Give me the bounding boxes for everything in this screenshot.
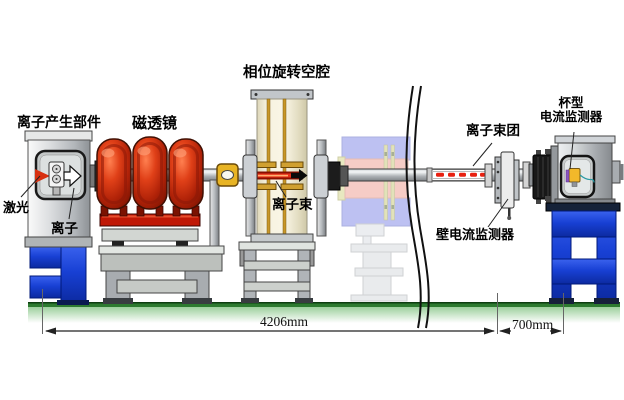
laser-beam-icon xyxy=(35,169,50,183)
ion-bunch-mark xyxy=(448,172,455,177)
gate-valve xyxy=(209,163,239,247)
magnetic-lens-coils xyxy=(96,136,204,217)
ion-bunch-mark xyxy=(480,172,485,177)
label-ion-beam: 离子束 xyxy=(272,197,313,212)
magnetic-lens-table xyxy=(98,213,225,304)
faraday-cup-icon xyxy=(568,168,581,183)
lens-coil xyxy=(168,138,204,217)
lens-coil xyxy=(132,136,168,217)
label-wall-current-monitor: 壁电流监测器 xyxy=(436,227,515,242)
ion-bunch-mark xyxy=(470,172,477,177)
beam-direction-arrow-icon xyxy=(291,169,308,182)
bunched-beam-pipe xyxy=(426,167,492,183)
ion-bunch-mark xyxy=(459,172,466,177)
ghost-magnet-assembly xyxy=(337,136,411,302)
wall-current-monitor xyxy=(484,151,531,220)
label-laser: 激光 xyxy=(3,200,30,215)
cavity-table xyxy=(238,241,316,303)
ion-exit-arrow-icon xyxy=(63,164,82,188)
dimension-total-length: 4206mm xyxy=(260,314,309,329)
label-magnetic-lens: 磁透镜 xyxy=(132,115,178,132)
dimension-monitor-spacing: 700mm xyxy=(512,317,554,332)
ion-source-stand xyxy=(29,245,89,305)
monitor-stand xyxy=(545,202,621,304)
ground xyxy=(28,302,620,323)
label-cup-current-monitor-line2: 电流监测器 xyxy=(539,109,603,124)
label-cup-current-monitor-line1: 杯型 xyxy=(558,96,584,110)
phase-rotation-cavity xyxy=(242,89,349,243)
leader-lines xyxy=(20,131,575,228)
dimension-lines xyxy=(42,289,564,335)
break-lines xyxy=(405,85,430,329)
label-ion-bunch: 离子束团 xyxy=(466,123,520,138)
label-phase-rotation-cavity: 相位旋转空腔 xyxy=(243,65,330,81)
label-ion-source: 离子产生部件 xyxy=(17,114,101,130)
label-ion: 离子 xyxy=(51,221,78,236)
label-cup-current-monitor: 杯型 电流监测器 xyxy=(536,96,606,125)
ion-bunch-mark xyxy=(436,172,444,177)
cup-monitor-chamber xyxy=(545,135,624,206)
lens-coil xyxy=(96,138,132,217)
